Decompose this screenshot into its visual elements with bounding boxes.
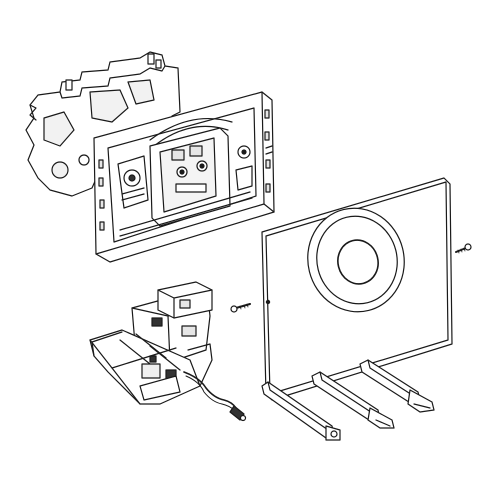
cover-plate (261, 177, 453, 401)
actuating-rod-1 (261, 381, 341, 441)
actuator-carrier-frame (93, 91, 275, 263)
actuating-rod-2 (311, 371, 395, 429)
fixing-screw-right (455, 243, 472, 254)
sensor-window-inner (337, 239, 379, 285)
electronic-control-module (89, 281, 247, 422)
actuating-rod-3 (359, 359, 435, 413)
fixing-screw-left (230, 303, 251, 313)
